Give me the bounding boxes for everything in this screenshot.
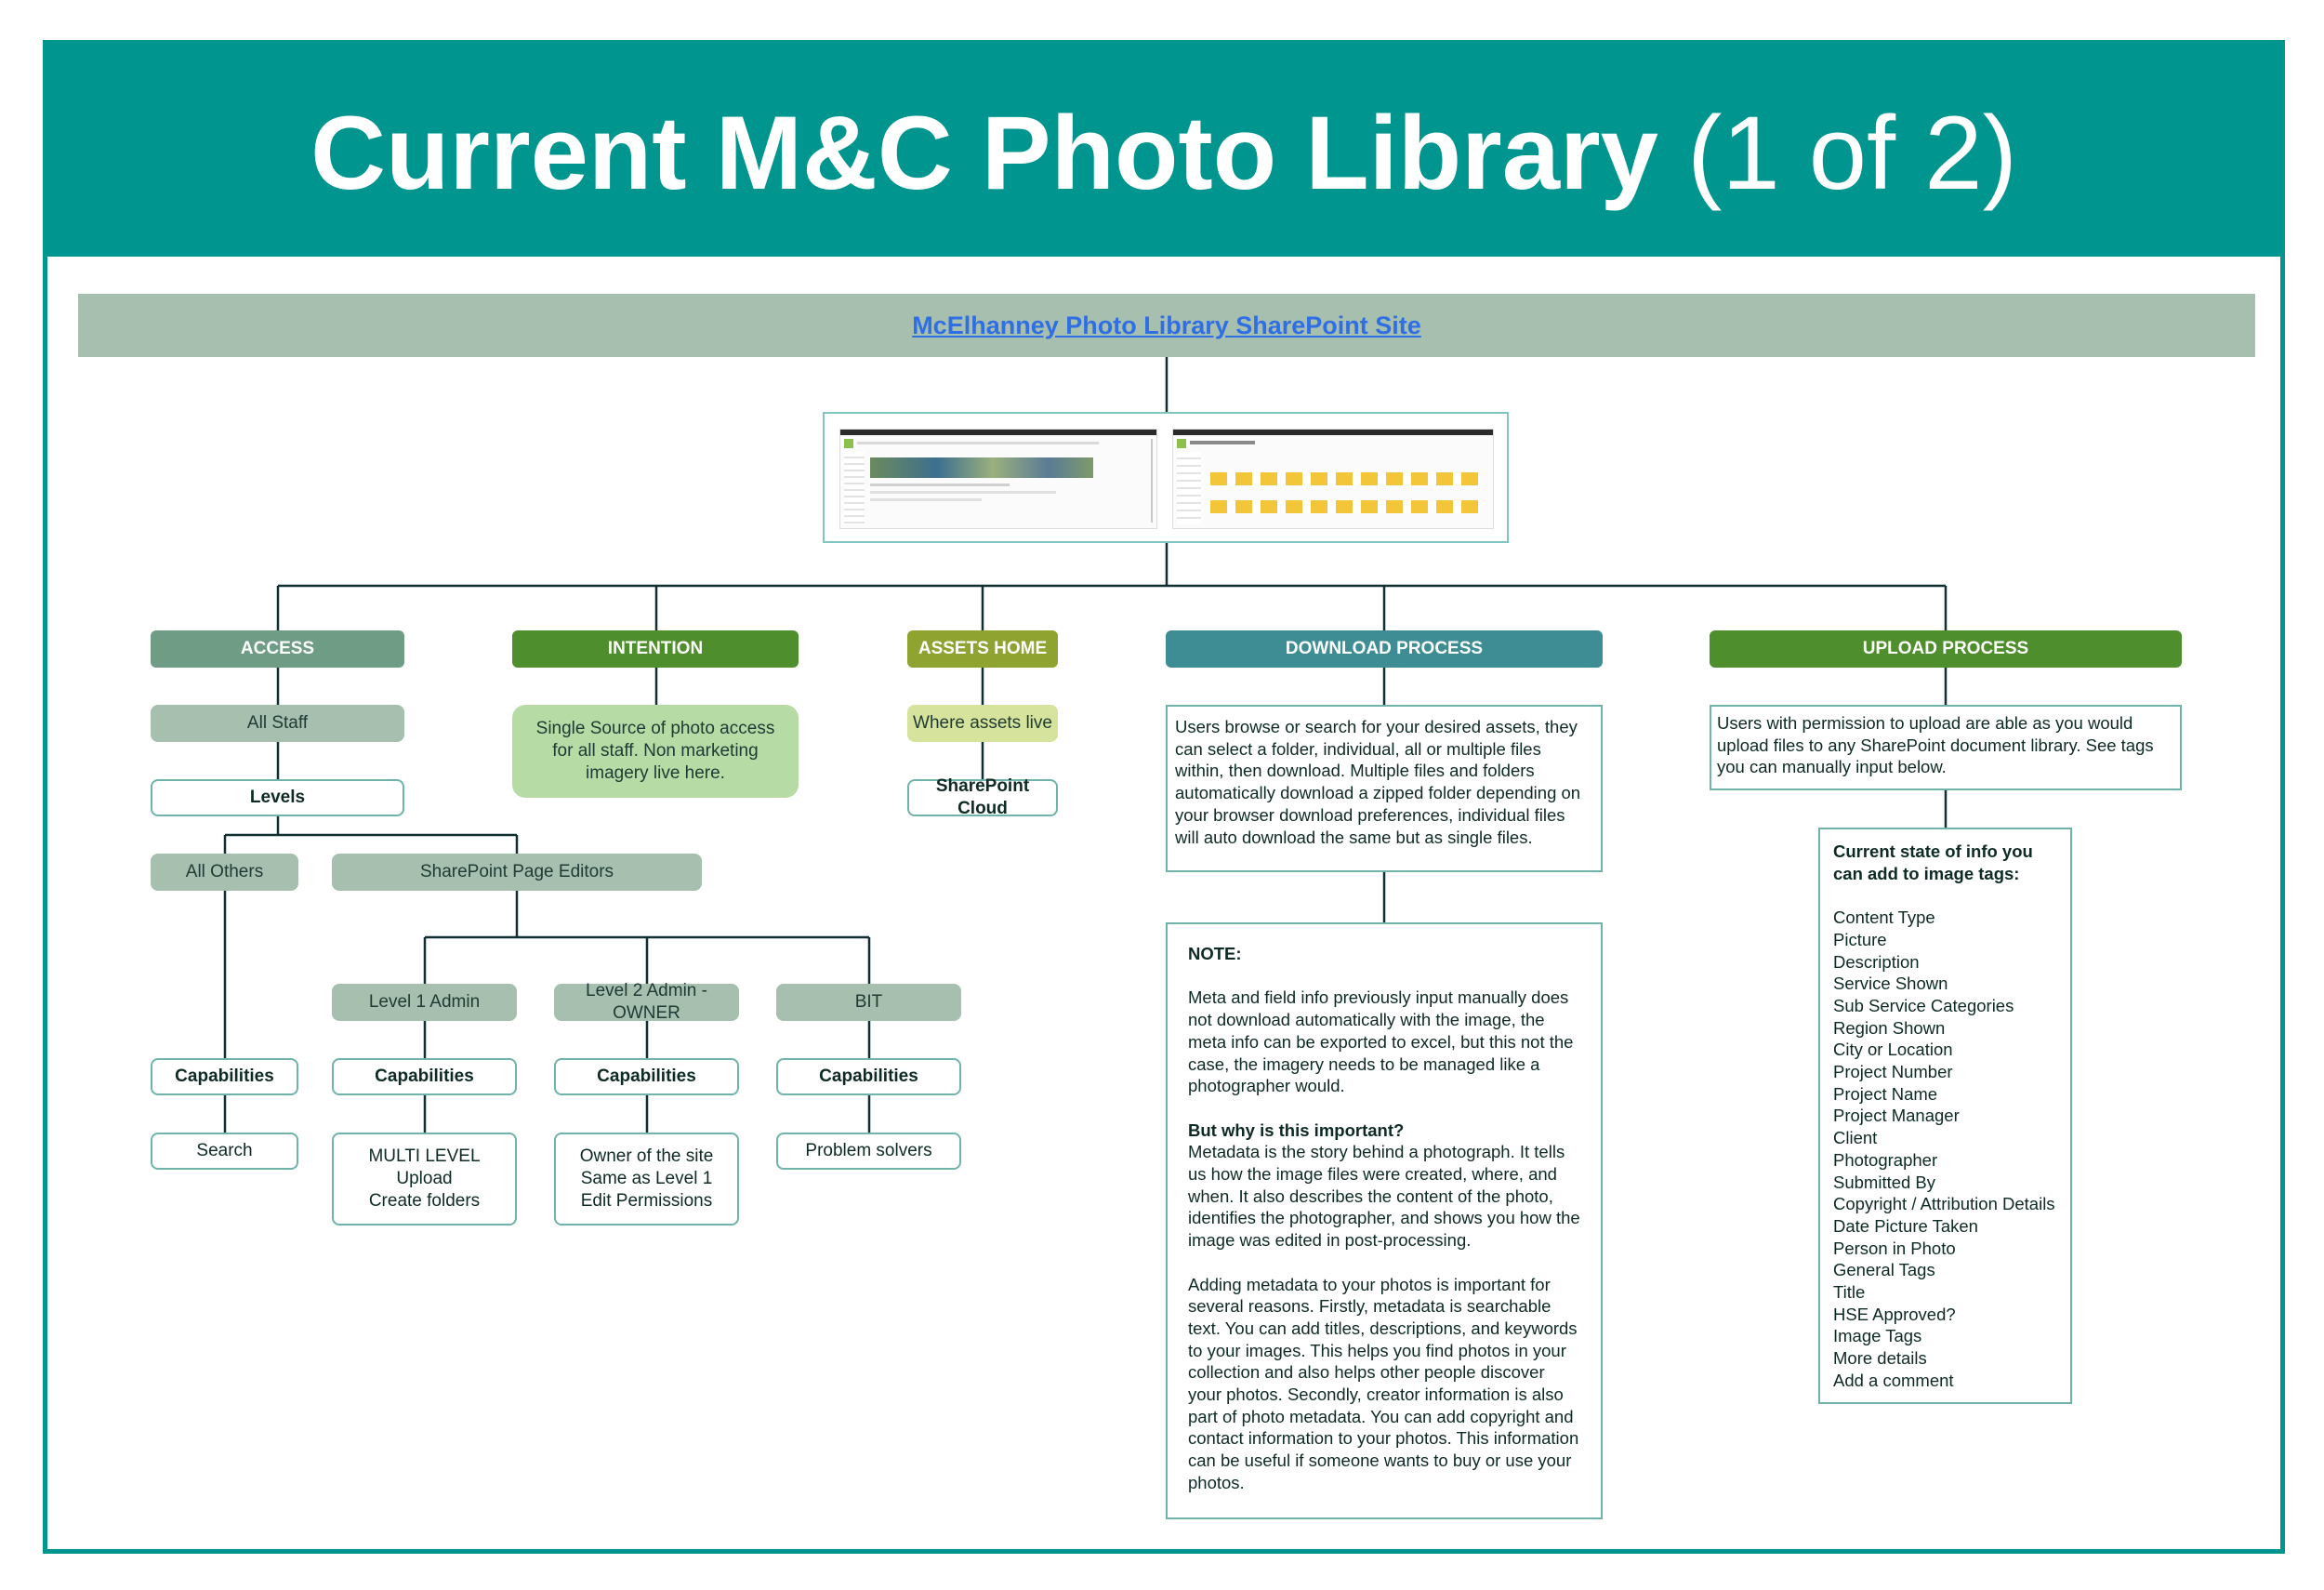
image-tag-item: Sub Service Categories [1833,995,2014,1015]
level-1-cap-item: Create folders [368,1191,481,1211]
level-2-capabilities: Capabilities [554,1058,739,1095]
image-tag-item: Add a comment [1833,1370,1954,1390]
title-banner: Current M&C Photo Library (1 of 2) [43,40,2285,257]
image-tag-item: HSE Approved? [1833,1304,1956,1324]
intention-header: INTENTION [512,630,799,668]
image-tag-item: Picture [1833,929,1887,949]
image-tags-box: Current state of info you can add to ima… [1818,828,2072,1404]
image-tag-item: Date Picture Taken [1833,1215,1978,1236]
level-1-cap-item: MULTI LEVEL [368,1146,481,1166]
image-tag-item: Photographer [1833,1149,1938,1170]
bit-capabilities: Capabilities [776,1058,961,1095]
access-header: ACCESS [151,630,404,668]
image-tag-item: Copyright / Attribution Details [1833,1194,2055,1214]
search-capability: Search [151,1133,298,1170]
level-2-admin-box: Level 2 Admin - OWNER [554,981,739,1023]
sharepoint-cloud-box: SharePoint Cloud [907,776,1058,818]
image-tag-item: Client [1833,1128,1878,1148]
library-preview [1172,429,1494,529]
level-2-cap-item: Edit Permissions [580,1191,713,1211]
page-title: Current M&C Photo Library (1 of 2) [43,98,2285,209]
bit-capability: Problem solvers [776,1133,961,1170]
upload-process-header: UPLOAD PROCESS [1710,630,2182,668]
image-tag-item: More details [1833,1348,1927,1369]
level-1-capabilities: Capabilities [332,1058,517,1095]
image-tag-item: Title [1833,1282,1866,1303]
levels-box: Levels [151,779,404,816]
image-tag-item: Project Name [1833,1083,1938,1104]
level-2-cap-item: Owner of the site [579,1146,714,1166]
level-2-capability-list: Owner of the site Same as Level 1 Edit P… [554,1133,739,1226]
image-tag-item: Description [1833,951,1920,972]
level-1-admin-box: Level 1 Admin [332,984,517,1021]
bit-box: BIT [776,984,961,1021]
sharepoint-screenshot [823,412,1509,543]
all-others-capabilities: Capabilities [151,1058,298,1095]
download-note: NOTE: Meta and field info previously inp… [1166,922,1603,1519]
image-tag-item: General Tags [1833,1260,1935,1280]
why-title: But why is this important? [1188,1120,1405,1140]
where-assets-live-box: Where assets live [907,705,1058,742]
image-tag-item: Project Manager [1833,1106,1960,1126]
level-1-capability-list: MULTI LEVEL Upload Create folders [332,1133,517,1226]
note-title: NOTE: [1188,944,1242,963]
download-description: Users browse or search for your desired … [1166,705,1603,872]
image-tag-item: Person in Photo [1833,1238,1956,1258]
title-page-count: (1 of 2) [1687,95,2017,211]
why-paragraph-2: Adding metadata to your photos is import… [1188,1274,1579,1492]
image-tag-item: Submitted By [1833,1172,1936,1192]
assets-home-header: ASSETS HOME [907,630,1058,668]
level-1-cap-item: Upload [396,1169,453,1188]
homepage-preview [839,429,1157,529]
image-tag-item: Service Shown [1833,974,1948,994]
all-staff-box: All Staff [151,705,404,742]
image-tag-item: Project Number [1833,1062,1953,1082]
download-process-header: DOWNLOAD PROCESS [1166,630,1603,668]
image-tag-item: Region Shown [1833,1017,1946,1038]
image-tag-item: Image Tags [1833,1326,1922,1346]
image-tag-item: Content Type [1833,908,1935,928]
site-link-bar: McElhanney Photo Library SharePoint Site [78,294,2255,357]
level-2-cap-item: Same as Level 1 [580,1169,713,1188]
all-others-box: All Others [151,854,298,891]
sharepoint-site-link[interactable]: McElhanney Photo Library SharePoint Site [912,311,1421,339]
image-tags-title: Current state of info you can add to ima… [1833,841,2033,883]
title-main: Current M&C Photo Library [310,95,1658,211]
why-paragraph-1: Metadata is the story behind a photograp… [1188,1142,1580,1251]
upload-description: Users with permission to upload are able… [1710,705,2182,790]
note-paragraph: Meta and field info previously input man… [1188,987,1574,1096]
sharepoint-page-editors-box: SharePoint Page Editors [332,854,702,891]
intention-description: Single Source of photo access for all st… [512,705,799,798]
image-tag-item: City or Location [1833,1040,1953,1060]
